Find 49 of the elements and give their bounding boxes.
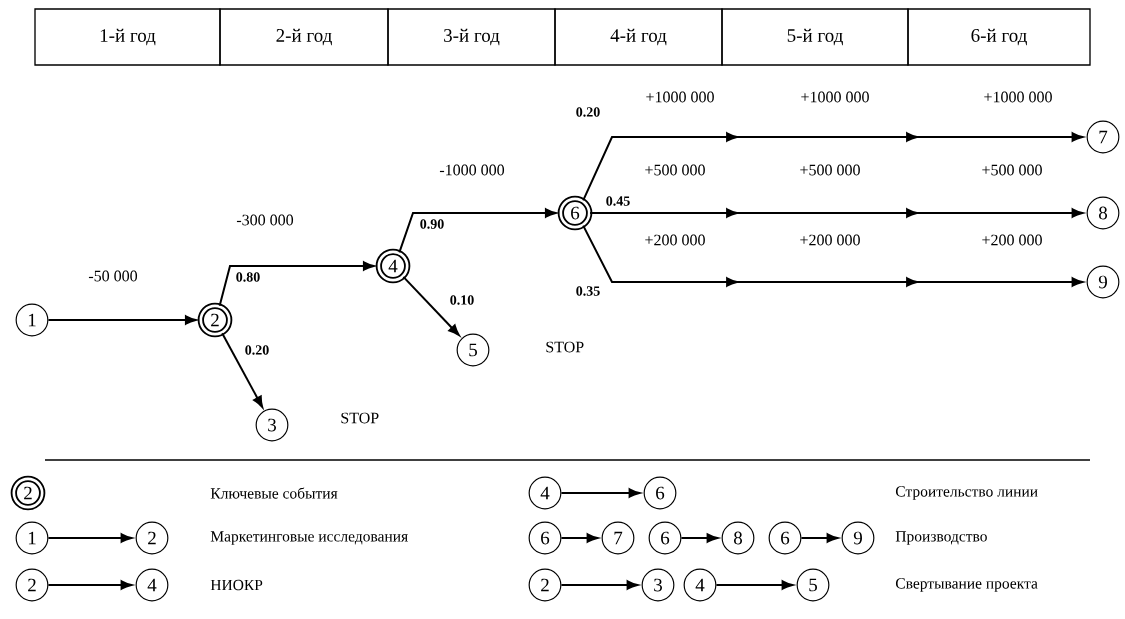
cash-flow-label: +1000 000: [984, 91, 1052, 103]
year-cell: 3-й год: [387, 8, 556, 66]
arrow: [47, 580, 133, 590]
arrow: [715, 580, 794, 590]
arrow: [560, 580, 639, 590]
cash-flow-label: +500 000: [645, 164, 705, 176]
year-cell: 1-й год: [34, 8, 221, 66]
cash-flow-label: +200 000: [982, 234, 1042, 246]
stop-label: STOP: [546, 341, 584, 353]
cash-flow-label: +200 000: [645, 234, 705, 246]
cash-flow-label: +1000 000: [646, 91, 714, 103]
year-cell: 5-й год: [721, 8, 909, 66]
cash-flow-label: -50 000: [88, 270, 138, 282]
year-cell: 2-й год: [219, 8, 389, 66]
arrow: [221, 332, 264, 408]
legend-text: Маркетинговые исследования: [210, 531, 408, 545]
arrow: [402, 275, 460, 337]
legend-text: Производство: [895, 531, 987, 545]
arrow: [398, 208, 557, 254]
probability-label: 0.20: [574, 106, 602, 118]
arrow: [589, 208, 1084, 218]
legend-text: Строительство линии: [895, 486, 1038, 500]
probability-label: 0.35: [574, 285, 602, 297]
arrow: [800, 533, 839, 543]
cash-flow-label: +500 000: [800, 164, 860, 176]
legend-text: НИОКР: [210, 579, 263, 591]
arrow: [47, 533, 133, 543]
cash-flow-label: +500 000: [982, 164, 1042, 176]
arrow: [680, 533, 719, 543]
year-cell: 4-й год: [554, 8, 723, 66]
legend-text: Ключевые события: [210, 487, 338, 499]
probability-label: 0.90: [418, 218, 446, 230]
probability-label: 0.10: [448, 294, 476, 306]
cash-flow-label: -300 000: [236, 214, 294, 226]
probability-label: 0.20: [243, 344, 271, 356]
stop-label: STOP: [341, 412, 379, 424]
probability-label: 0.80: [234, 271, 262, 283]
arrow: [560, 488, 641, 498]
arrow: [218, 261, 375, 307]
cash-flow-label: +1000 000: [801, 91, 869, 103]
cash-flow-label: -1000 000: [439, 164, 505, 176]
cash-flow-label: +200 000: [800, 234, 860, 246]
arrow: [560, 533, 599, 543]
legend-text: Свертывание проекта: [895, 578, 1038, 592]
arrow: [582, 132, 1084, 202]
arrow: [582, 224, 1084, 287]
probability-label: 0.45: [604, 195, 632, 207]
arrow: [47, 315, 197, 325]
year-cell: 6-й год: [907, 8, 1091, 66]
